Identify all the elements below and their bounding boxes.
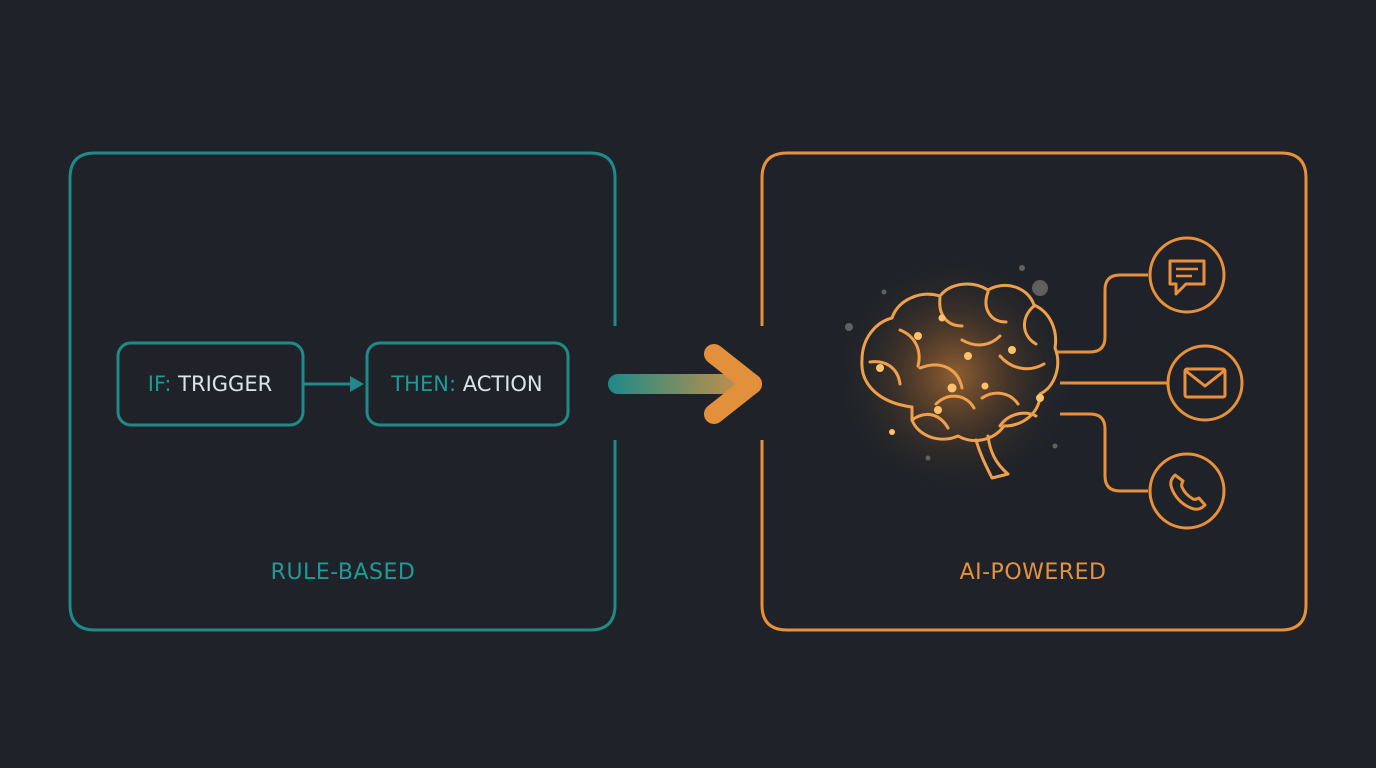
action-node: THEN: ACTION [365,341,570,427]
connector-arrow [303,376,364,392]
ai-powered-label: AI-POWERED [960,560,1107,585]
action-node-text: THEN: ACTION [390,372,542,396]
trigger-node: IF: TRIGGER [116,341,305,427]
trigger-node-text: IF: TRIGGER [148,372,272,396]
chat-bubble-icon [1148,236,1226,314]
phone-icon [1148,452,1226,530]
arrowhead-icon [350,376,364,392]
ai-powered-panel: AI-POWERED [760,151,1308,632]
mail-icon [1166,344,1244,422]
rule-based-panel-frame [68,151,617,632]
output-connectors [1055,273,1167,493]
rule-based-label: RULE-BASED [271,560,416,585]
rule-based-panel: IF: TRIGGER THEN: ACTION RULE-BASED [68,151,617,632]
right-arrow-icon [608,344,762,424]
ai-powered-panel-frame [760,151,1308,632]
brain-icon [835,255,1075,495]
